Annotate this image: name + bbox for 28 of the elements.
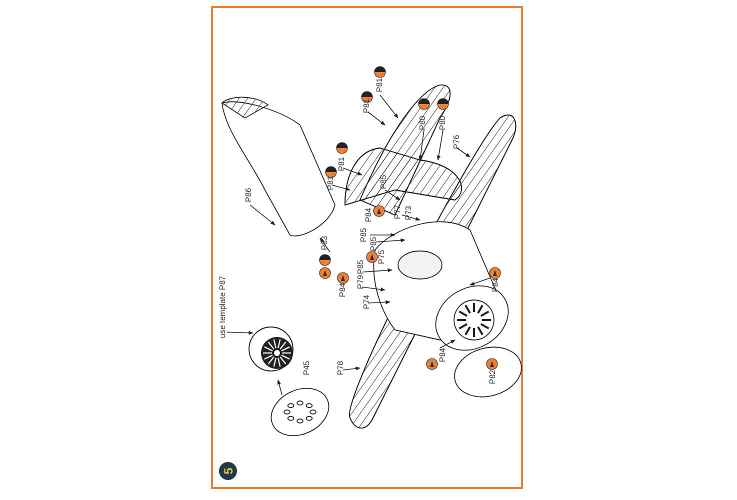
part-number: P80 (439, 116, 447, 130)
part-number: P73 (405, 206, 413, 220)
part-number: P75 (378, 250, 386, 264)
part-number: P82 (489, 370, 497, 384)
part-number: P81 (338, 156, 346, 172)
part-number: P85 (370, 236, 378, 252)
note-text: use template P87 (219, 276, 227, 338)
leader-line (226, 330, 254, 335)
part-number: P84 (339, 282, 347, 298)
part-number: P84 (365, 208, 373, 222)
part-number: P85 (380, 174, 388, 190)
part-number: P84 (492, 278, 500, 292)
part-number: P80 (419, 116, 427, 130)
part-number: P85 (357, 260, 365, 274)
part-number: P78 (337, 360, 345, 376)
part-number: P85 (360, 228, 368, 242)
part-number: P86 (245, 188, 253, 202)
part-number: P81 (363, 98, 371, 114)
part-number: P83 (321, 236, 329, 250)
part-number: P84 (439, 348, 447, 362)
part-number: P81 (376, 78, 384, 92)
part-number: P45 (303, 360, 311, 376)
part-number: P77 (394, 204, 402, 220)
part-number: P74 (363, 294, 371, 310)
step-number-badge: 5 (219, 462, 237, 480)
part-number: P76 (453, 134, 461, 150)
part-number: P79 (357, 274, 365, 290)
part-number: P81 (327, 176, 335, 190)
